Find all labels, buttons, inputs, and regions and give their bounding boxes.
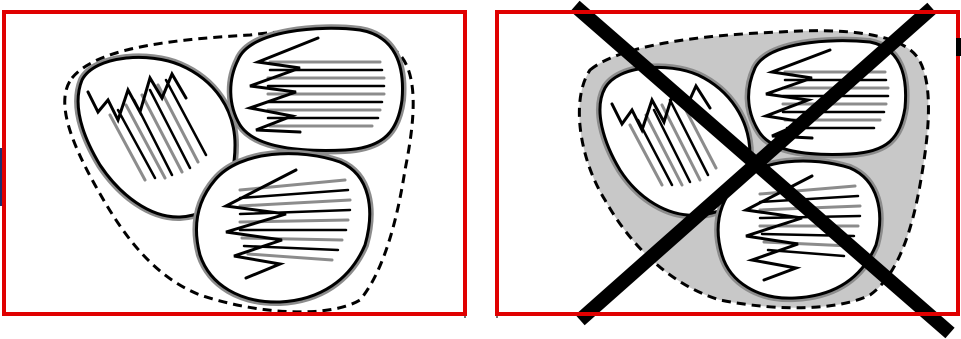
left-cluster-3 (196, 154, 369, 302)
right-panel (575, 6, 950, 333)
left-panel (65, 28, 413, 312)
cluster-outline (231, 28, 403, 150)
edge-mark (956, 38, 961, 56)
left-cluster-2 (231, 28, 403, 150)
